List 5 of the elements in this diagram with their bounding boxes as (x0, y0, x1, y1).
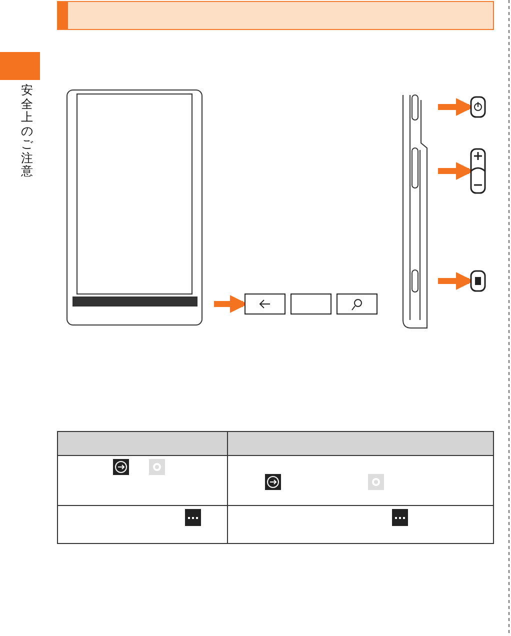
camera-key-icon (470, 270, 486, 292)
volume-key-icon (470, 148, 486, 194)
side-tab-label: 安全上のご注意 (21, 84, 34, 178)
hardware-keys-icon (244, 293, 378, 315)
power-key-icon (470, 96, 486, 118)
